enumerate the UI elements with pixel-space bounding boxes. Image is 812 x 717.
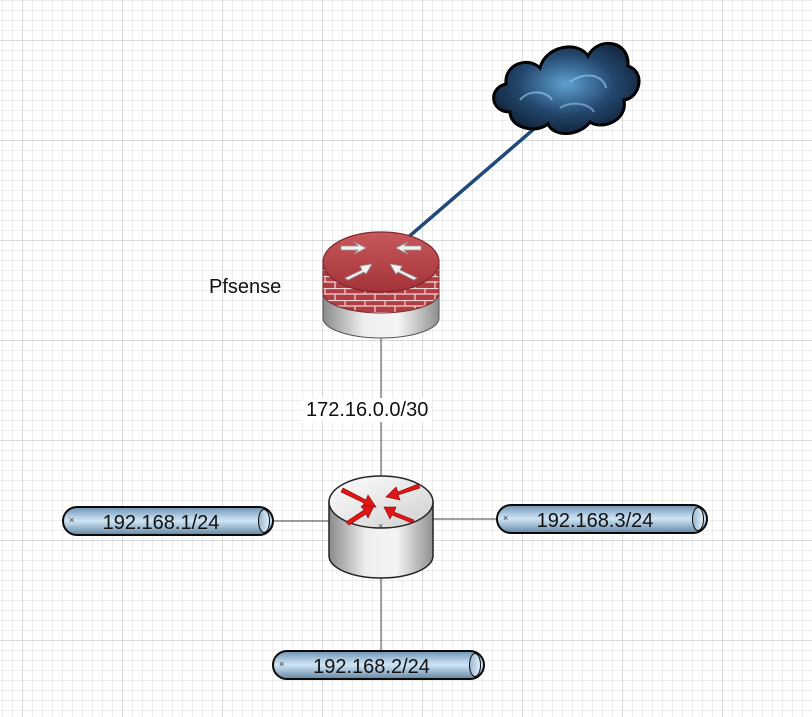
- network-label: 192.168.2/24: [313, 656, 430, 678]
- transit-subnet-label: 172.16.0.0/30: [302, 398, 433, 422]
- router-icon: ×: [328, 475, 434, 579]
- svg-text:×: ×: [378, 521, 383, 531]
- wan-link: [403, 126, 537, 242]
- network-label: 192.168.3/24: [536, 510, 654, 532]
- network-pipe-192-168-2: × 192.168.2/24: [272, 650, 485, 680]
- firewall-label: Pfsense: [209, 276, 282, 298]
- network-pipe-192-168-3: × 192.168.3/24: [496, 504, 708, 534]
- network-pipe-192-168-1: × 192.168.1/24: [62, 506, 274, 536]
- network-label: 192.168.1/24: [102, 512, 220, 534]
- cloud-icon: [492, 41, 641, 135]
- firewall-router-icon: [322, 231, 440, 339]
